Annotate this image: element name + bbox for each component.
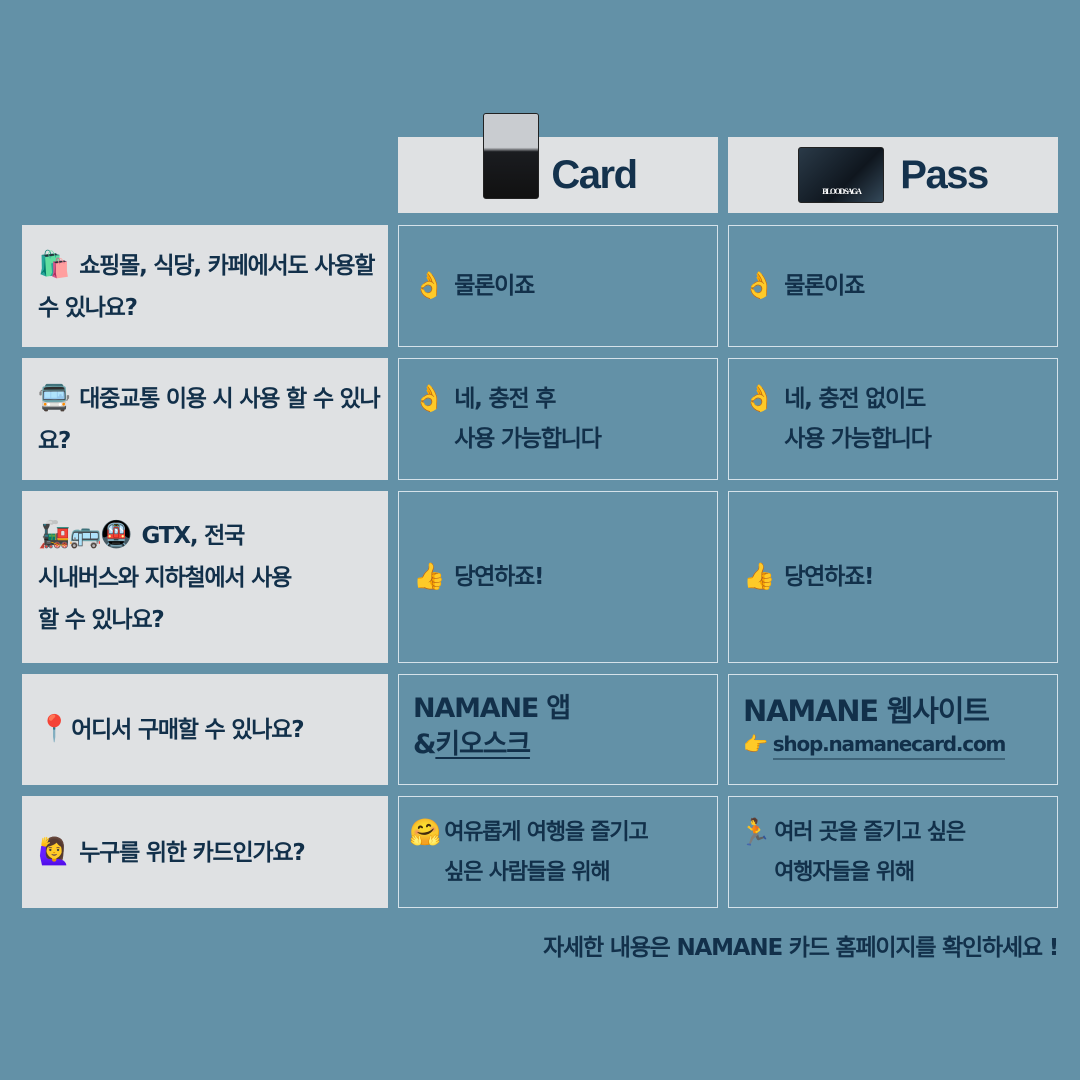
kiosk-link[interactable]: 키오스크 bbox=[435, 729, 531, 760]
ok-hand-icon: 👌 bbox=[743, 384, 775, 414]
question-gtx: 🚂🚌🚇GTX, 전국 시내버스와 지하철에서 사용 할 수 있나요? bbox=[22, 491, 388, 663]
thumbs-up-icon: 👍 bbox=[743, 562, 775, 592]
person-raising-hand-icon: 🙋‍♀️ bbox=[38, 836, 70, 867]
answer-card-purchase: NAMANE 앱 &키오스크 bbox=[398, 674, 718, 785]
question-transit: 🚍대중교통 이용 시 사용 할 수 있나요? bbox=[22, 358, 388, 480]
thumbs-up-icon: 👍 bbox=[413, 562, 445, 592]
answer-card-shopping: 👌물론이죠 bbox=[398, 225, 718, 347]
header-card: Card bbox=[398, 113, 718, 213]
answer-pass-purchase: NAMANE 웹사이트 👉shop.namanecard.com bbox=[728, 674, 1058, 785]
question-target: 🙋‍♀️누구를 위한 카드인가요? bbox=[22, 796, 388, 908]
answer-pass-gtx: 👍당연하죠! bbox=[728, 491, 1058, 663]
running-person-icon: 🏃 bbox=[739, 818, 771, 848]
bus-icon: 🚍 bbox=[38, 382, 70, 413]
question-purchase: 📍어디서 구매할 수 있나요? bbox=[22, 674, 388, 785]
ok-hand-icon: 👌 bbox=[413, 271, 445, 301]
pointing-hand-icon: 👉 bbox=[743, 732, 768, 756]
train-bus-metro-icons: 🚂🚌🚇 bbox=[38, 519, 133, 550]
ok-hand-icon: 👌 bbox=[413, 384, 445, 414]
header-pass: BLOOD SAGA Pass bbox=[728, 137, 1058, 213]
hugging-face-icon: 🤗 bbox=[409, 818, 441, 848]
shop-website-link[interactable]: shop.namanecard.com bbox=[772, 732, 1006, 760]
answer-card-gtx: 👍당연하죠! bbox=[398, 491, 718, 663]
pin-icon: 📍 bbox=[38, 714, 70, 744]
header-pass-label: Pass bbox=[900, 152, 989, 197]
footer-note: 자세한 내용은 NAMANE 카드 홈페이지를 확인하세요 ! bbox=[543, 935, 1059, 961]
shopping-bags-icon: 🛍️ bbox=[38, 249, 70, 280]
pass-thumbnail-image: BLOOD SAGA bbox=[798, 147, 885, 203]
header-card-label: Card bbox=[551, 152, 638, 197]
answer-pass-shopping: 👌물론이죠 bbox=[728, 225, 1058, 347]
ok-hand-icon: 👌 bbox=[743, 271, 775, 301]
card-thumbnail-image bbox=[483, 113, 539, 199]
question-shopping: 🛍️쇼핑몰, 식당, 카페에서도 사용할 수 있나요? bbox=[22, 225, 388, 347]
